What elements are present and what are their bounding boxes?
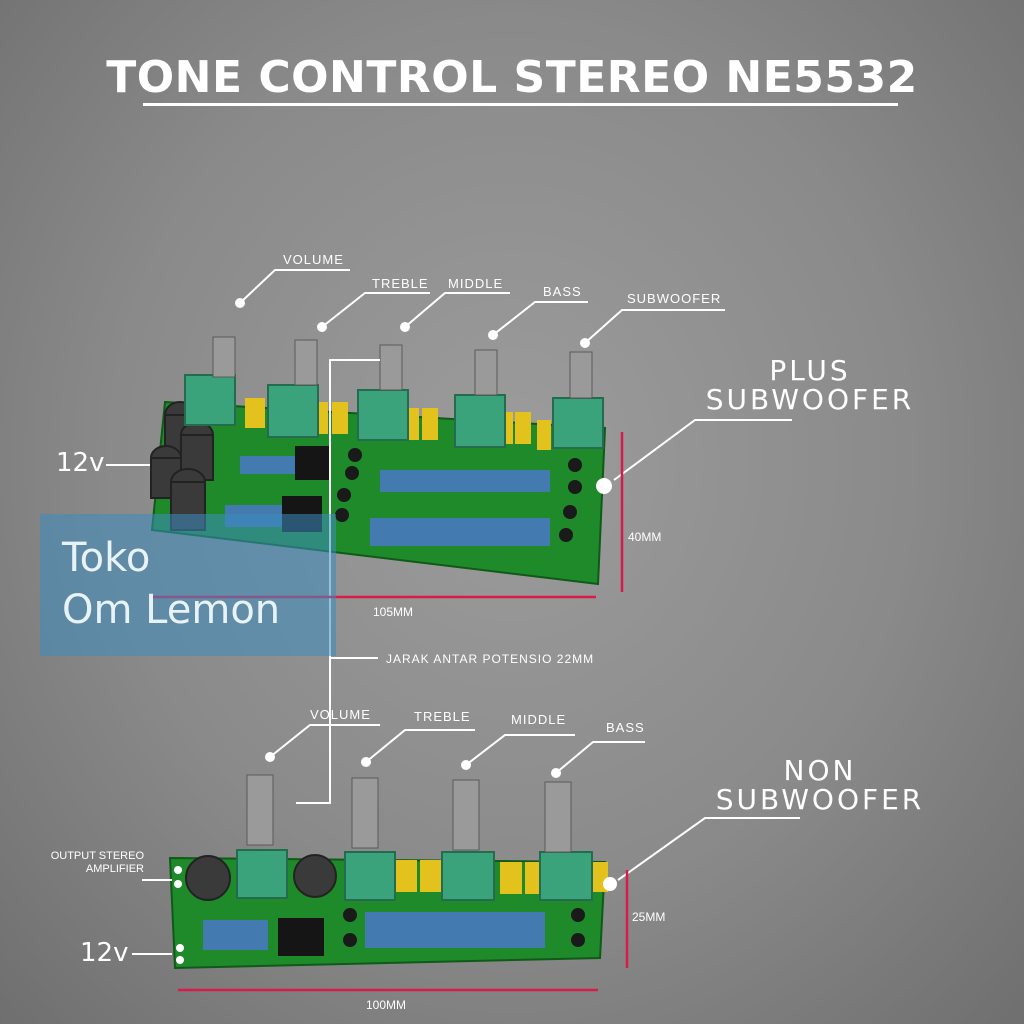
output-line1: OUTPUT STEREO [50,850,144,862]
top-height-label: 40MM [628,530,662,544]
title-underline [143,103,898,106]
pot-spacing-label: JARAK ANTAR POTENSIO 22MM [386,652,595,666]
bottom-label-middle: MIDDLE [511,712,567,727]
output-label: OUTPUT STEREO AMPLIFIER [40,850,144,876]
bottom-label-volume: VOLUME [310,707,371,722]
bottom-width-label: 100MM [366,998,407,1012]
page-title: TONE CONTROL STEREO NE5532 [106,52,918,103]
watermark-text: Toko Om Lemon [62,532,280,636]
top-label-middle: MIDDLE [448,276,504,291]
bottom-height-label: 25MM [632,910,666,924]
output-line2: AMPLIFIER [85,863,144,875]
top-label-treble: TREBLE [372,276,429,291]
bottom-label-treble: TREBLE [414,709,471,724]
top-label-subwoofer: SUBWOOFER [627,291,722,306]
top-variant-line1: PLUS [769,354,851,387]
top-voltage-label: 12v [56,448,105,478]
top-variant-label: PLUS SUBWOOFER [700,356,920,414]
bottom-label-bass: BASS [606,720,645,735]
bottom-variant-label: NON SUBWOOFER [705,756,935,814]
top-label-bass: BASS [543,284,582,299]
board-bottom [168,774,617,970]
watermark-line1: Toko [62,535,151,581]
bottom-variant-line2: SUBWOOFER [715,783,925,816]
watermark-line2: Om Lemon [62,587,281,633]
bottom-voltage-label: 12v [80,938,129,968]
top-variant-line2: SUBWOOFER [705,383,915,416]
bottom-variant-line1: NON [783,754,857,787]
watermark-box [40,514,336,656]
top-label-volume: VOLUME [283,252,344,267]
top-width-label: 105MM [373,605,414,619]
